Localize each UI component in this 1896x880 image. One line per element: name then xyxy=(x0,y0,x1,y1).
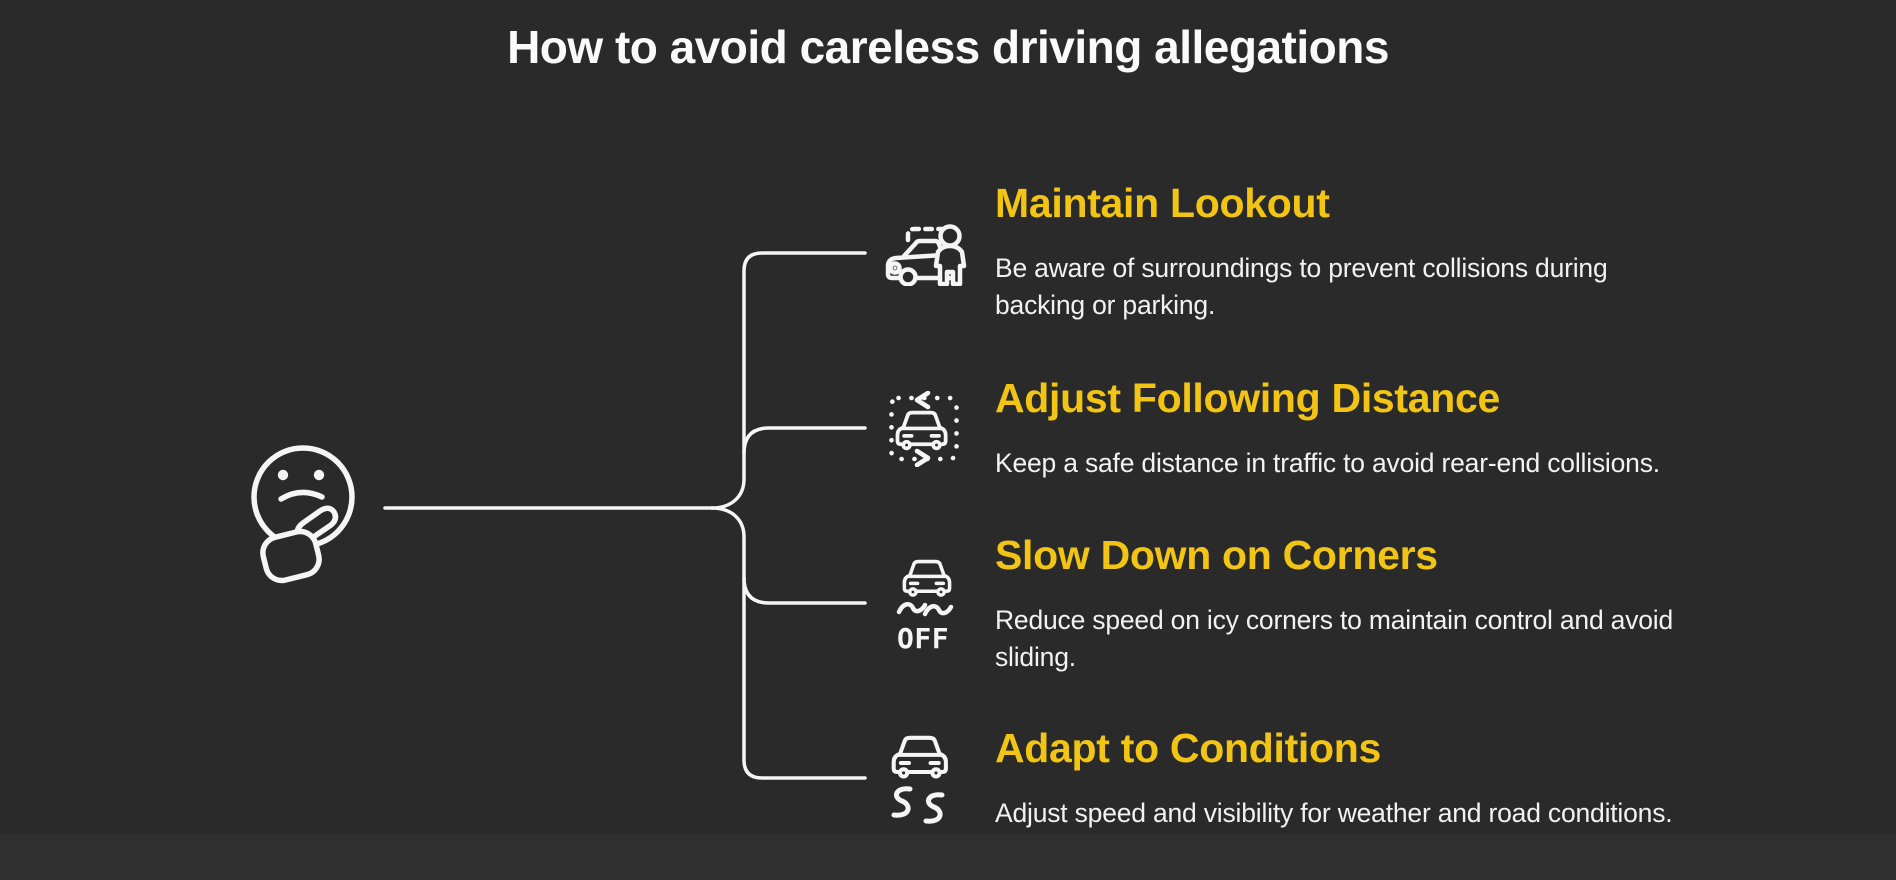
list-item-maintain-lookout: Maintain Lookout Be aware of surrounding… xyxy=(995,179,1815,324)
branch-line-1 xyxy=(710,251,867,510)
item-title: Maintain Lookout xyxy=(995,180,1330,226)
car-roof-windshield xyxy=(901,238,946,259)
page-title: How to avoid careless driving allegation… xyxy=(507,21,1389,73)
traction-control-off-icon: OFF xyxy=(895,558,959,658)
car-hood-body xyxy=(885,252,953,281)
car-headlight-dot xyxy=(893,266,897,270)
item-body: Reduce speed on icy corners to maintain … xyxy=(995,605,1674,672)
pedestrian-body xyxy=(933,243,967,286)
sensor-dashes xyxy=(905,226,949,243)
skid-squiggle-right xyxy=(922,604,954,617)
item-title: Slow Down on Corners xyxy=(995,532,1438,578)
item-body: Adjust speed and visibility for weather … xyxy=(995,798,1673,828)
arrow-right xyxy=(914,448,931,467)
off-label: OFF xyxy=(897,622,949,655)
thinking-face-icon xyxy=(228,437,378,587)
face-frown xyxy=(278,489,325,502)
face-fist xyxy=(260,528,322,584)
item-body: Keep a safe distance in traffic to avoid… xyxy=(995,448,1660,478)
item-body: Be aware of surroundings to prevent coll… xyxy=(995,253,1608,320)
branch-line-3 xyxy=(742,576,867,605)
skid-squiggle-left xyxy=(896,602,928,615)
car-wheel xyxy=(898,267,918,286)
item-title: Adapt to Conditions xyxy=(995,725,1382,771)
arrow-left xyxy=(914,391,931,410)
car-pedestrian-lookout-icon xyxy=(884,190,968,286)
branch-line-4 xyxy=(710,506,867,780)
item-title: Adjust Following Distance xyxy=(995,375,1501,421)
list-item-adapt-to-conditions: Adapt to Conditions Adjust speed and vis… xyxy=(995,724,1815,832)
skid-s-right xyxy=(923,792,945,824)
slippery-road-icon xyxy=(884,733,956,833)
car-headlight xyxy=(888,261,902,275)
list-item-slow-down-on-corners: Slow Down on Corners Reduce speed on icy… xyxy=(995,531,1815,676)
branch-line-2 xyxy=(742,426,867,455)
list-item-adjust-following-distance: Adjust Following Distance Keep a safe di… xyxy=(995,374,1815,482)
pedestrian-head xyxy=(938,224,962,248)
face-right-eye xyxy=(313,469,325,481)
skid-s-left xyxy=(891,786,913,818)
car-following-distance-icon xyxy=(886,391,962,467)
footer-strip xyxy=(0,833,1896,880)
face-left-eye xyxy=(277,469,289,481)
